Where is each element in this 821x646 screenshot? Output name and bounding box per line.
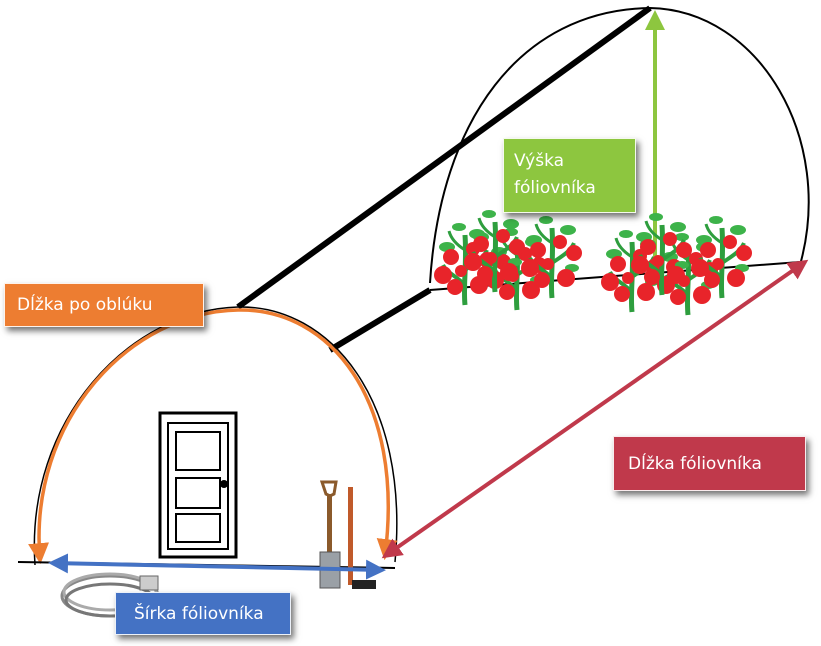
door-icon (158, 411, 238, 559)
width-label: Šírka fóliovníka (115, 592, 291, 635)
height-label: Výška fóliovníka (503, 138, 636, 213)
arc-length-label: Dĺžka po oblúku (4, 283, 204, 327)
top-ridge-line (236, 5, 652, 310)
width-arrow (48, 553, 386, 580)
spade-icon (319, 480, 376, 589)
length-arrow (381, 259, 809, 559)
tomato-plant-icon (434, 210, 752, 315)
arc-length-arrow (28, 308, 398, 565)
length-label: Dĺžka fóliovníka (613, 436, 806, 491)
side-ridge-line (328, 287, 432, 353)
